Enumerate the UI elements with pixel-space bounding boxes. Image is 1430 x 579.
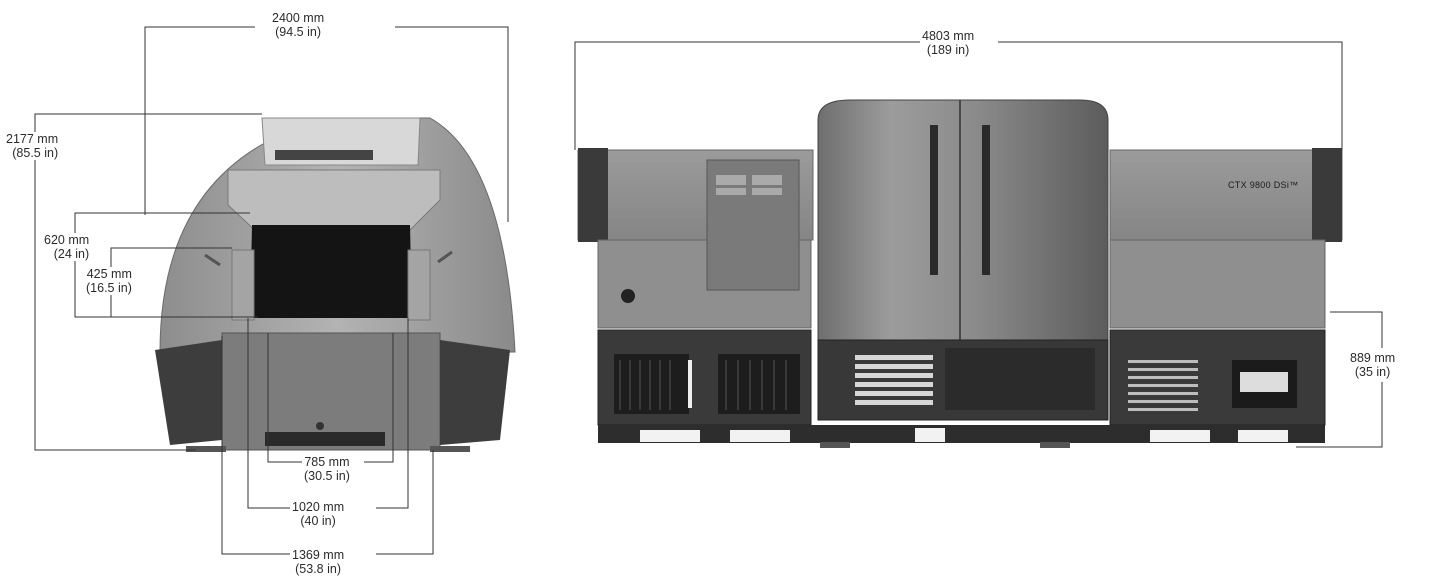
dim-mm: 4803 mm	[922, 29, 975, 43]
dim-in: (40 in)	[300, 514, 336, 528]
dim-in: (16.5 in)	[86, 281, 132, 295]
dim-label-overall-length: 4803 mm (189 in)	[920, 29, 977, 57]
dim-mm: 785 mm	[304, 455, 350, 469]
dim-label-tunnel-height: 620 mm (24 in)	[42, 233, 92, 261]
model-label: CTX 9800 DSi™	[1228, 180, 1299, 190]
dim-in: (30.5 in)	[304, 469, 350, 483]
dim-label-overall-width: 2400 mm (94.5 in)	[270, 11, 327, 39]
side-view-dimension-lines	[574, 41, 1383, 448]
dim-mm: 425 mm	[86, 267, 132, 281]
front-view-dimension-lines	[34, 26, 509, 555]
dim-in: (53.8 in)	[295, 562, 341, 576]
dim-in: (189 in)	[926, 43, 970, 57]
dim-in: (85.5 in)	[12, 146, 59, 160]
dim-in: (94.5 in)	[275, 25, 321, 39]
front-view-machine	[155, 117, 516, 452]
dim-label-base-width: 1369 mm (53.8 in)	[290, 548, 347, 576]
dim-mm: 1020 mm	[292, 500, 345, 514]
dim-mm: 620 mm	[44, 233, 90, 247]
dim-mm: 2177 mm	[6, 132, 59, 146]
dim-mm: 1369 mm	[292, 548, 345, 562]
side-view-machine	[577, 99, 1343, 448]
dim-in: (24 in)	[53, 247, 90, 261]
dim-label-opening-height: 425 mm (16.5 in)	[84, 267, 134, 295]
dim-mm: 889 mm	[1350, 351, 1396, 365]
dim-label-conveyor-height: 889 mm (35 in)	[1348, 351, 1398, 379]
dim-label-tunnel-width: 1020 mm (40 in)	[290, 500, 347, 528]
dim-in: (35 in)	[1354, 365, 1391, 379]
dim-label-overall-height: 2177 mm (85.5 in)	[4, 132, 61, 160]
dim-label-conveyor-width: 785 mm (30.5 in)	[302, 455, 352, 483]
dim-mm: 2400 mm	[272, 11, 325, 25]
